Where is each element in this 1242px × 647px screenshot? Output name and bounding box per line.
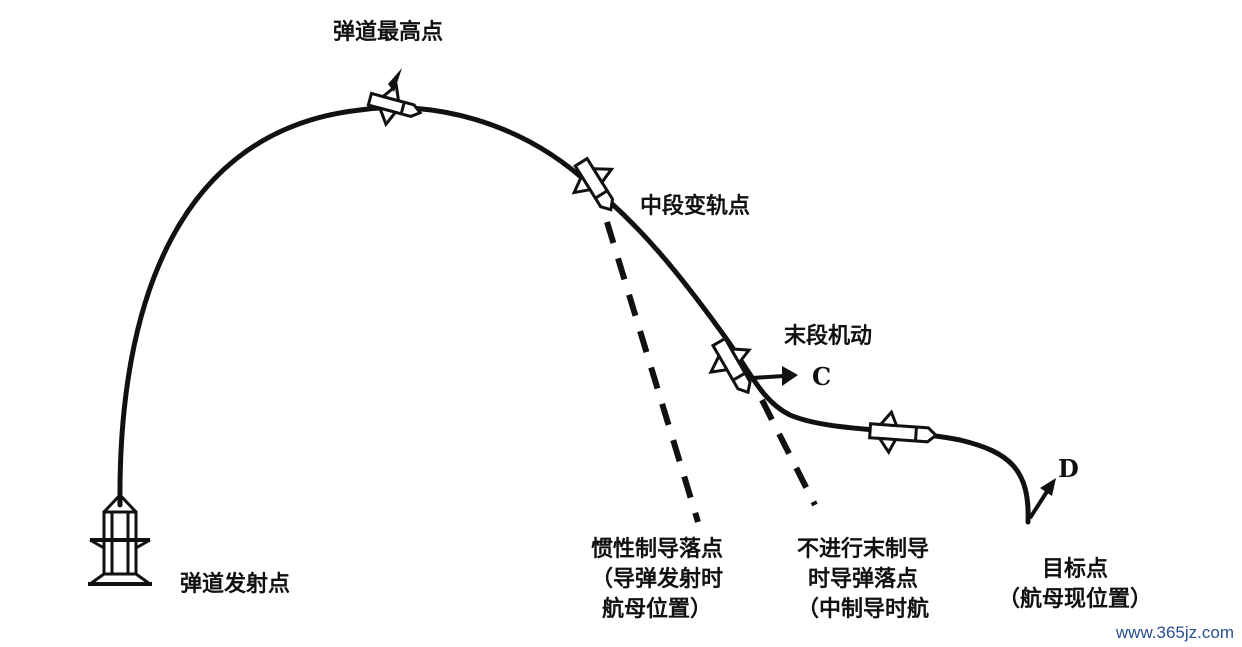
launch-label: 弹道发射点 [180, 572, 291, 597]
main-trajectory [117, 105, 1031, 525]
inertial-impact-line-2: （导弹发射时 [590, 567, 723, 592]
no-terminal-impact-line-1: 不进行末制导 [796, 537, 929, 562]
inertial-impact-label: 惯性制导落点 （导弹发射时 航母位置） [572, 535, 742, 625]
target-line-2: （航母现位置） [997, 587, 1152, 612]
terminal-label: 末段机动 [784, 324, 873, 349]
arrow-to-d-head-icon [1040, 478, 1056, 496]
apex-label: 弹道最高点 [333, 20, 444, 45]
arrow-to-c-head-icon [782, 366, 798, 386]
no-terminal-impact-label: 不进行末制导 时导弹落点 （中制导时航 [778, 535, 948, 625]
missile-midcourse-icon [571, 156, 615, 212]
point-d-label: D [1058, 454, 1079, 483]
apex-arrow-tip-icon [388, 68, 402, 92]
target-label: 目标点 （航母现位置） [985, 555, 1165, 615]
arrow-to-c [751, 374, 785, 380]
inertial-impact-dashed-line [604, 221, 701, 523]
missile-terminal-icon [708, 336, 752, 395]
midcourse-label: 中段变轨点 [640, 194, 751, 219]
launcher-icon [88, 493, 152, 586]
inertial-impact-line-1: 惯性制导落点 [590, 537, 723, 562]
watermark: www.365jz.com [1115, 623, 1234, 642]
point-c-label: C [812, 362, 832, 391]
missile-final-icon [867, 409, 939, 456]
no-terminal-impact-line-3: （中制导时航 [796, 597, 929, 622]
arrow-to-d [1028, 488, 1050, 520]
inertial-impact-line-3: 航母位置） [601, 597, 712, 622]
target-line-1: 目标点 [1041, 557, 1108, 582]
no-terminal-impact-dashed-line [759, 398, 818, 507]
no-terminal-impact-line-2: 时导弹落点 [807, 567, 918, 592]
